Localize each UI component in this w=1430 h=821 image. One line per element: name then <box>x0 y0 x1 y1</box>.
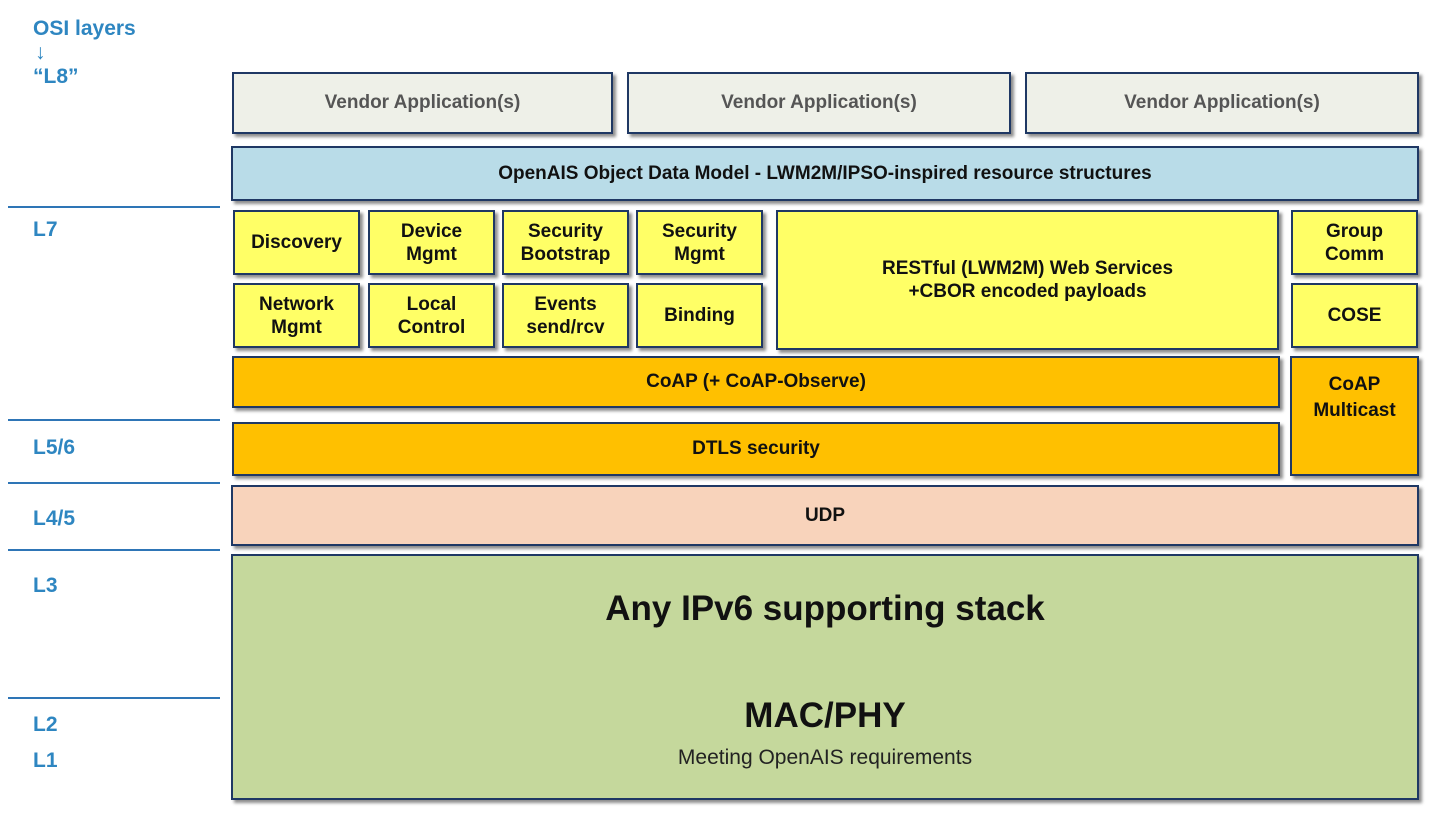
osi-divider-l45-l3 <box>8 549 220 551</box>
osi-label-l8: “L8” <box>33 65 79 88</box>
security-bootstrap-box: Security Bootstrap <box>502 210 629 275</box>
coap-multicast-box: CoAP Multicast <box>1290 356 1419 476</box>
events-send-rcv-box: Events send/rcv <box>502 283 629 348</box>
osi-divider-l7-l56 <box>8 419 220 421</box>
osi-label-l1: L1 <box>33 749 58 772</box>
down-arrow-icon: ↓ <box>35 41 46 64</box>
coap-layer: CoAP (+ CoAP-Observe) <box>232 356 1280 408</box>
udp-layer: UDP <box>231 485 1419 546</box>
osi-divider-l56-l45 <box>8 482 220 484</box>
cose-box: COSE <box>1291 283 1418 348</box>
mac-phy-label: MAC/PHY <box>744 696 906 735</box>
security-mgmt-box: Security Mgmt <box>636 210 763 275</box>
restful-web-services-box: RESTful (LWM2M) Web Services +CBOR encod… <box>776 210 1279 350</box>
osi-divider-l8-l7 <box>8 206 220 208</box>
vendor-application-box: Vendor Application(s) <box>627 72 1011 134</box>
binding-box: Binding <box>636 283 763 348</box>
ipv6-stack-label: Any IPv6 supporting stack <box>605 589 1045 628</box>
osi-label-l56: L5/6 <box>33 436 76 459</box>
osi-label-l3: L3 <box>33 574 58 597</box>
mac-phy-requirements-label: Meeting OpenAIS requirements <box>677 746 973 769</box>
discovery-box: Discovery <box>233 210 360 275</box>
network-mgmt-box: Network Mgmt <box>233 283 360 348</box>
ipv6-mac-phy-block <box>231 554 1419 800</box>
vendor-application-box: Vendor Application(s) <box>232 72 613 134</box>
osi-layers-header: OSI layers <box>33 17 136 40</box>
vendor-application-box: Vendor Application(s) <box>1025 72 1419 134</box>
local-control-box: Local Control <box>368 283 495 348</box>
object-data-model-layer: OpenAIS Object Data Model - LWM2M/IPSO-i… <box>231 146 1419 201</box>
dtls-security-layer: DTLS security <box>232 422 1280 476</box>
device-mgmt-box: Device Mgmt <box>368 210 495 275</box>
osi-label-l45: L4/5 <box>33 507 76 530</box>
group-comm-box: Group Comm <box>1291 210 1418 275</box>
osi-label-l7: L7 <box>33 218 58 241</box>
osi-label-l2: L2 <box>33 713 58 736</box>
osi-divider-l3-l2 <box>8 697 220 699</box>
